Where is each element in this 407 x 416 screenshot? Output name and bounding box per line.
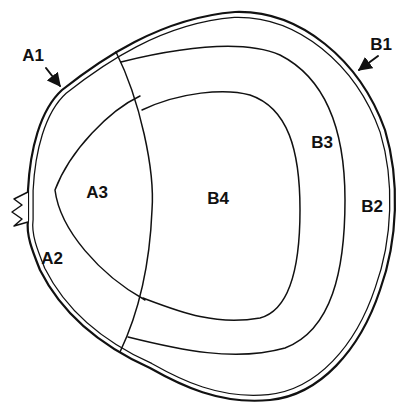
part-label: A2	[40, 250, 64, 267]
part-label: B1	[369, 36, 393, 53]
part-label: A3	[85, 184, 109, 201]
part-label: A1	[21, 47, 45, 64]
shell-outline	[28, 12, 395, 401]
dividing-line	[116, 52, 152, 352]
b1-arrow	[359, 56, 378, 70]
a3-boundary	[55, 96, 145, 300]
part-label: B4	[206, 190, 230, 207]
b3-b4-boundary	[142, 92, 300, 321]
a1-arrow	[46, 68, 60, 86]
hinge-teeth	[12, 192, 28, 226]
b2-b3-boundary	[121, 47, 345, 355]
part-label: B2	[360, 198, 384, 215]
shell-inner-outline	[33, 17, 390, 395]
part-label: B3	[310, 134, 334, 151]
